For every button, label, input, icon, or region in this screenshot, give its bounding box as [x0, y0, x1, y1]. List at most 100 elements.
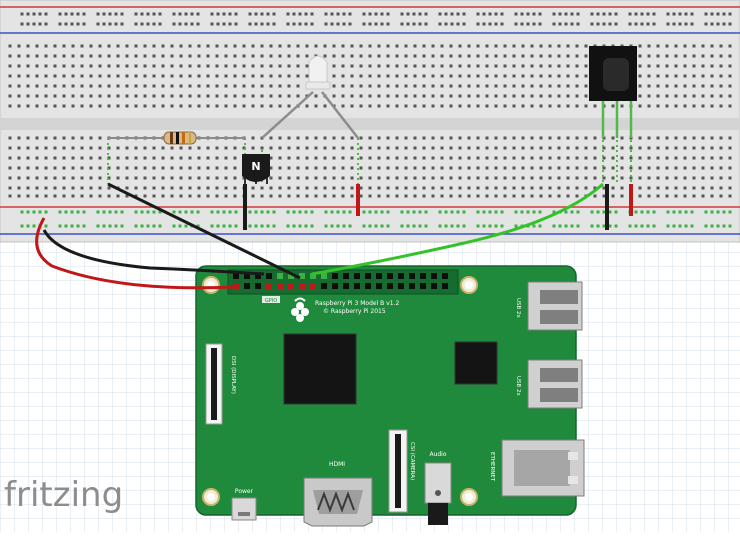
breadboard-hole [566, 64, 570, 68]
breadboard-hole [197, 146, 201, 150]
connected-hole [558, 224, 562, 228]
connected-hole [234, 224, 238, 228]
breadboard-hole [26, 136, 30, 140]
breadboard-hole [71, 94, 75, 98]
csi-connector-slot [395, 434, 401, 508]
breadboard-hole [305, 136, 309, 140]
breadboard-hole [197, 176, 201, 180]
connected-hole [368, 224, 372, 228]
breadboard-hole [413, 194, 417, 198]
connected-hole [678, 224, 682, 228]
connected-hole [666, 224, 670, 228]
connected-hole [190, 210, 194, 214]
breadboard-hole [701, 54, 705, 58]
connected-hole [272, 210, 276, 214]
breadboard-hole [305, 74, 309, 78]
breadboard-hole [152, 12, 156, 16]
breadboard-hole [584, 136, 588, 140]
breadboard-hole [485, 54, 489, 58]
breadboard-hole [431, 64, 435, 68]
breadboard-hole [674, 156, 678, 160]
connected-hole [248, 224, 252, 228]
connected-hole [324, 210, 328, 214]
connected-hole [58, 210, 62, 214]
breadboard-hole [683, 104, 687, 108]
breadboard-hole [98, 64, 102, 68]
breadboard-hole [377, 194, 381, 198]
breadboard-hole [196, 12, 200, 16]
breadboard-hole [188, 104, 192, 108]
breadboard-hole [35, 54, 39, 58]
breadboard-hole [224, 186, 228, 190]
breadboard-hole [674, 94, 678, 98]
breadboard-hole [539, 44, 543, 48]
breadboard-hole [170, 84, 174, 88]
breadboard-hole [305, 54, 309, 58]
connected-hole [722, 210, 726, 214]
breadboard-hole [512, 176, 516, 180]
breadboard-hole [190, 12, 194, 16]
breadboard-hole [172, 22, 176, 26]
breadboard-hole [539, 84, 543, 88]
breadboard-hole [521, 186, 525, 190]
breadboard-hole [224, 166, 228, 170]
breadboard-hole [526, 12, 530, 16]
breadboard-hole [377, 74, 381, 78]
breadboard-hole [62, 44, 66, 48]
breadboard-hole [143, 74, 147, 78]
breadboard-hole [17, 176, 21, 180]
breadboard-hole [323, 194, 327, 198]
breadboard-hole [449, 64, 453, 68]
connected-hole [20, 224, 24, 228]
breadboard-hole [305, 104, 309, 108]
breadboard-hole [188, 54, 192, 58]
connected-holes [20, 210, 732, 228]
breadboard-hole [305, 186, 309, 190]
breadboard-hole [350, 94, 354, 98]
breadboard-hole [215, 64, 219, 68]
breadboard-hole [647, 64, 651, 68]
breadboard-hole [638, 194, 642, 198]
connected-hole [690, 210, 694, 214]
connected-hole [134, 210, 138, 214]
connected-hole [330, 224, 334, 228]
dsi-label: DSI (DISPLAY) [230, 356, 236, 394]
breadboard-hole [488, 22, 492, 26]
breadboard-hole [359, 176, 363, 180]
breadboard-hole [152, 194, 156, 198]
breadboard-hole [260, 146, 264, 150]
breadboard-hole [71, 74, 75, 78]
connected-hole [108, 224, 112, 228]
connected-hole [76, 224, 80, 228]
breadboard-hole [701, 84, 705, 88]
breadboard-hole [674, 84, 678, 88]
connected-hole [476, 210, 480, 214]
connected-hole [380, 224, 384, 228]
breadboard-hole [251, 44, 255, 48]
breadboard-hole [485, 64, 489, 68]
breadboard-hole [728, 64, 732, 68]
breadboard-hole [566, 44, 570, 48]
breadboard-hole [494, 12, 498, 16]
wire-black-signal [107, 182, 301, 280]
breadboard-hole [341, 194, 345, 198]
gpio-pin [420, 283, 426, 289]
gpio-pin [365, 283, 371, 289]
breadboard-hole [170, 94, 174, 98]
connected-hole [462, 224, 466, 228]
breadboard-hole [116, 166, 120, 170]
breadboard-hole [80, 94, 84, 98]
breadboard-hole [35, 146, 39, 150]
breadboard-hole [314, 146, 318, 150]
breadboard-hole [80, 74, 84, 78]
breadboard-hole [215, 146, 219, 150]
gpio-pin [266, 283, 272, 289]
breadboard-hole [602, 194, 606, 198]
breadboard-hole [692, 74, 696, 78]
breadboard-hole [251, 54, 255, 58]
breadboard-hole [467, 104, 471, 108]
breadboard-hole [44, 44, 48, 48]
breadboard-hole [656, 44, 660, 48]
connected-hole [596, 224, 600, 228]
breadboard-hole [314, 104, 318, 108]
